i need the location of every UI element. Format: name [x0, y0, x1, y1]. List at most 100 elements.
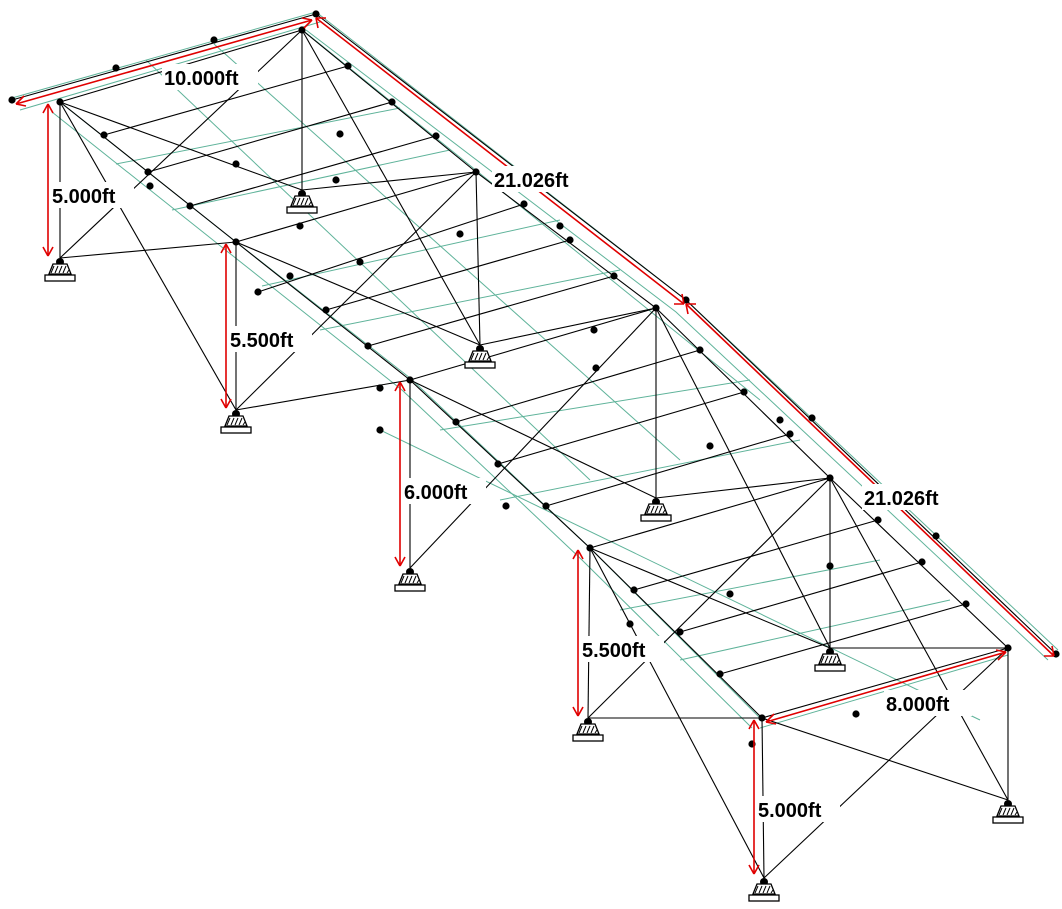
node-dot	[630, 586, 638, 594]
guide-line	[171, 149, 451, 211]
member	[829, 477, 1009, 801]
guide-line	[499, 439, 801, 501]
node-dot	[112, 64, 120, 72]
node-dot	[590, 326, 598, 334]
dimension-arrow	[394, 381, 406, 567]
dimension-arrow	[674, 293, 685, 305]
dim-text-height-4: 5.500ft	[582, 640, 646, 662]
dimension-arrow	[572, 549, 584, 717]
member	[59, 241, 237, 259]
node-dot	[726, 590, 734, 598]
dim-label-height-4: 5.500ft	[580, 636, 664, 662]
pin-support-icon	[286, 189, 318, 214]
dimension-lines	[15, 17, 1055, 875]
node-dot	[312, 10, 320, 18]
node-dot	[56, 98, 64, 106]
dimension-arrow	[315, 17, 326, 29]
dimension-arrow	[15, 95, 27, 107]
member	[545, 433, 791, 507]
guide-line	[11, 11, 317, 99]
guide-line	[305, 29, 1049, 661]
guide-line	[213, 43, 681, 461]
node-dot	[962, 600, 970, 608]
guide-line	[439, 379, 751, 431]
member	[59, 101, 763, 719]
node-dot	[376, 384, 384, 392]
node-dot	[254, 288, 262, 296]
dim-text-width-bottom: 8.000ft	[886, 694, 950, 716]
node-dot	[808, 414, 816, 422]
node-dot	[852, 710, 860, 718]
member	[325, 239, 571, 311]
guide-line	[379, 429, 981, 721]
node-dot	[364, 342, 372, 350]
node-dot	[758, 714, 766, 722]
node-dot	[786, 430, 794, 438]
member	[589, 547, 831, 649]
dim-label-width-bottom: 8.000ft	[884, 690, 972, 716]
dim-label-height-5: 5.000ft	[756, 796, 840, 822]
node-dot	[520, 200, 528, 208]
dim-text-width-top: 10.000ft	[164, 68, 239, 90]
member	[589, 547, 765, 879]
dimension-arrow	[995, 649, 1007, 661]
node-dot	[874, 516, 882, 524]
member	[409, 307, 657, 381]
node-dot	[296, 222, 304, 230]
node-dot	[566, 236, 574, 244]
node-dot	[542, 502, 550, 510]
node-dot	[8, 96, 16, 104]
guide-line	[679, 599, 951, 661]
member	[11, 13, 317, 101]
member	[367, 275, 615, 347]
dimension-arrow	[748, 719, 760, 875]
node-dot	[356, 258, 364, 266]
member	[59, 101, 303, 191]
node-dot	[918, 558, 926, 566]
member	[235, 171, 477, 411]
pin-support-icon	[640, 497, 672, 522]
node-dot	[556, 222, 564, 230]
node-dot	[706, 442, 714, 450]
node-dot	[494, 460, 502, 468]
node-dot	[932, 532, 940, 540]
node-dot	[344, 62, 352, 70]
dimension-line-width-bottom	[765, 651, 1007, 723]
guide-lines	[11, 11, 1059, 729]
node-dot	[376, 426, 384, 434]
supports	[44, 189, 1024, 902]
guide-line	[299, 27, 761, 401]
member	[497, 391, 745, 465]
dimension-arrow	[765, 713, 777, 725]
member	[475, 171, 481, 346]
node-dot	[456, 230, 464, 238]
dim-text-height-2: 5.500ft	[230, 330, 294, 352]
dim-label-height-1: 5.000ft	[50, 182, 134, 208]
member	[315, 13, 1057, 655]
guide-line	[145, 59, 591, 481]
node-dot	[332, 176, 340, 184]
node-dot	[406, 376, 414, 384]
node-dot	[298, 26, 306, 34]
dimension-line-span-upper	[315, 17, 685, 305]
dimension-labels: 10.000ft 21.026ft 21.026ft 8.000ft 5.000…	[50, 64, 972, 822]
members	[11, 13, 1057, 879]
pin-support-icon	[814, 647, 846, 672]
member	[147, 101, 393, 173]
member	[301, 171, 477, 191]
dimension-arrow	[1044, 645, 1055, 657]
dim-text-height-3: 6.000ft	[404, 482, 468, 504]
node-dot	[210, 36, 218, 44]
pin-support-icon	[572, 717, 604, 742]
dim-text-height-5: 5.000ft	[758, 800, 822, 822]
node-dot	[586, 544, 594, 552]
member	[235, 171, 477, 243]
node-dot	[322, 306, 330, 314]
guide-line	[619, 559, 881, 611]
node-dot	[610, 272, 618, 280]
dimension-line-span-lower	[685, 303, 1055, 657]
node-dot	[592, 364, 600, 372]
member	[235, 241, 481, 346]
member	[719, 603, 967, 675]
node-dot	[652, 304, 660, 312]
